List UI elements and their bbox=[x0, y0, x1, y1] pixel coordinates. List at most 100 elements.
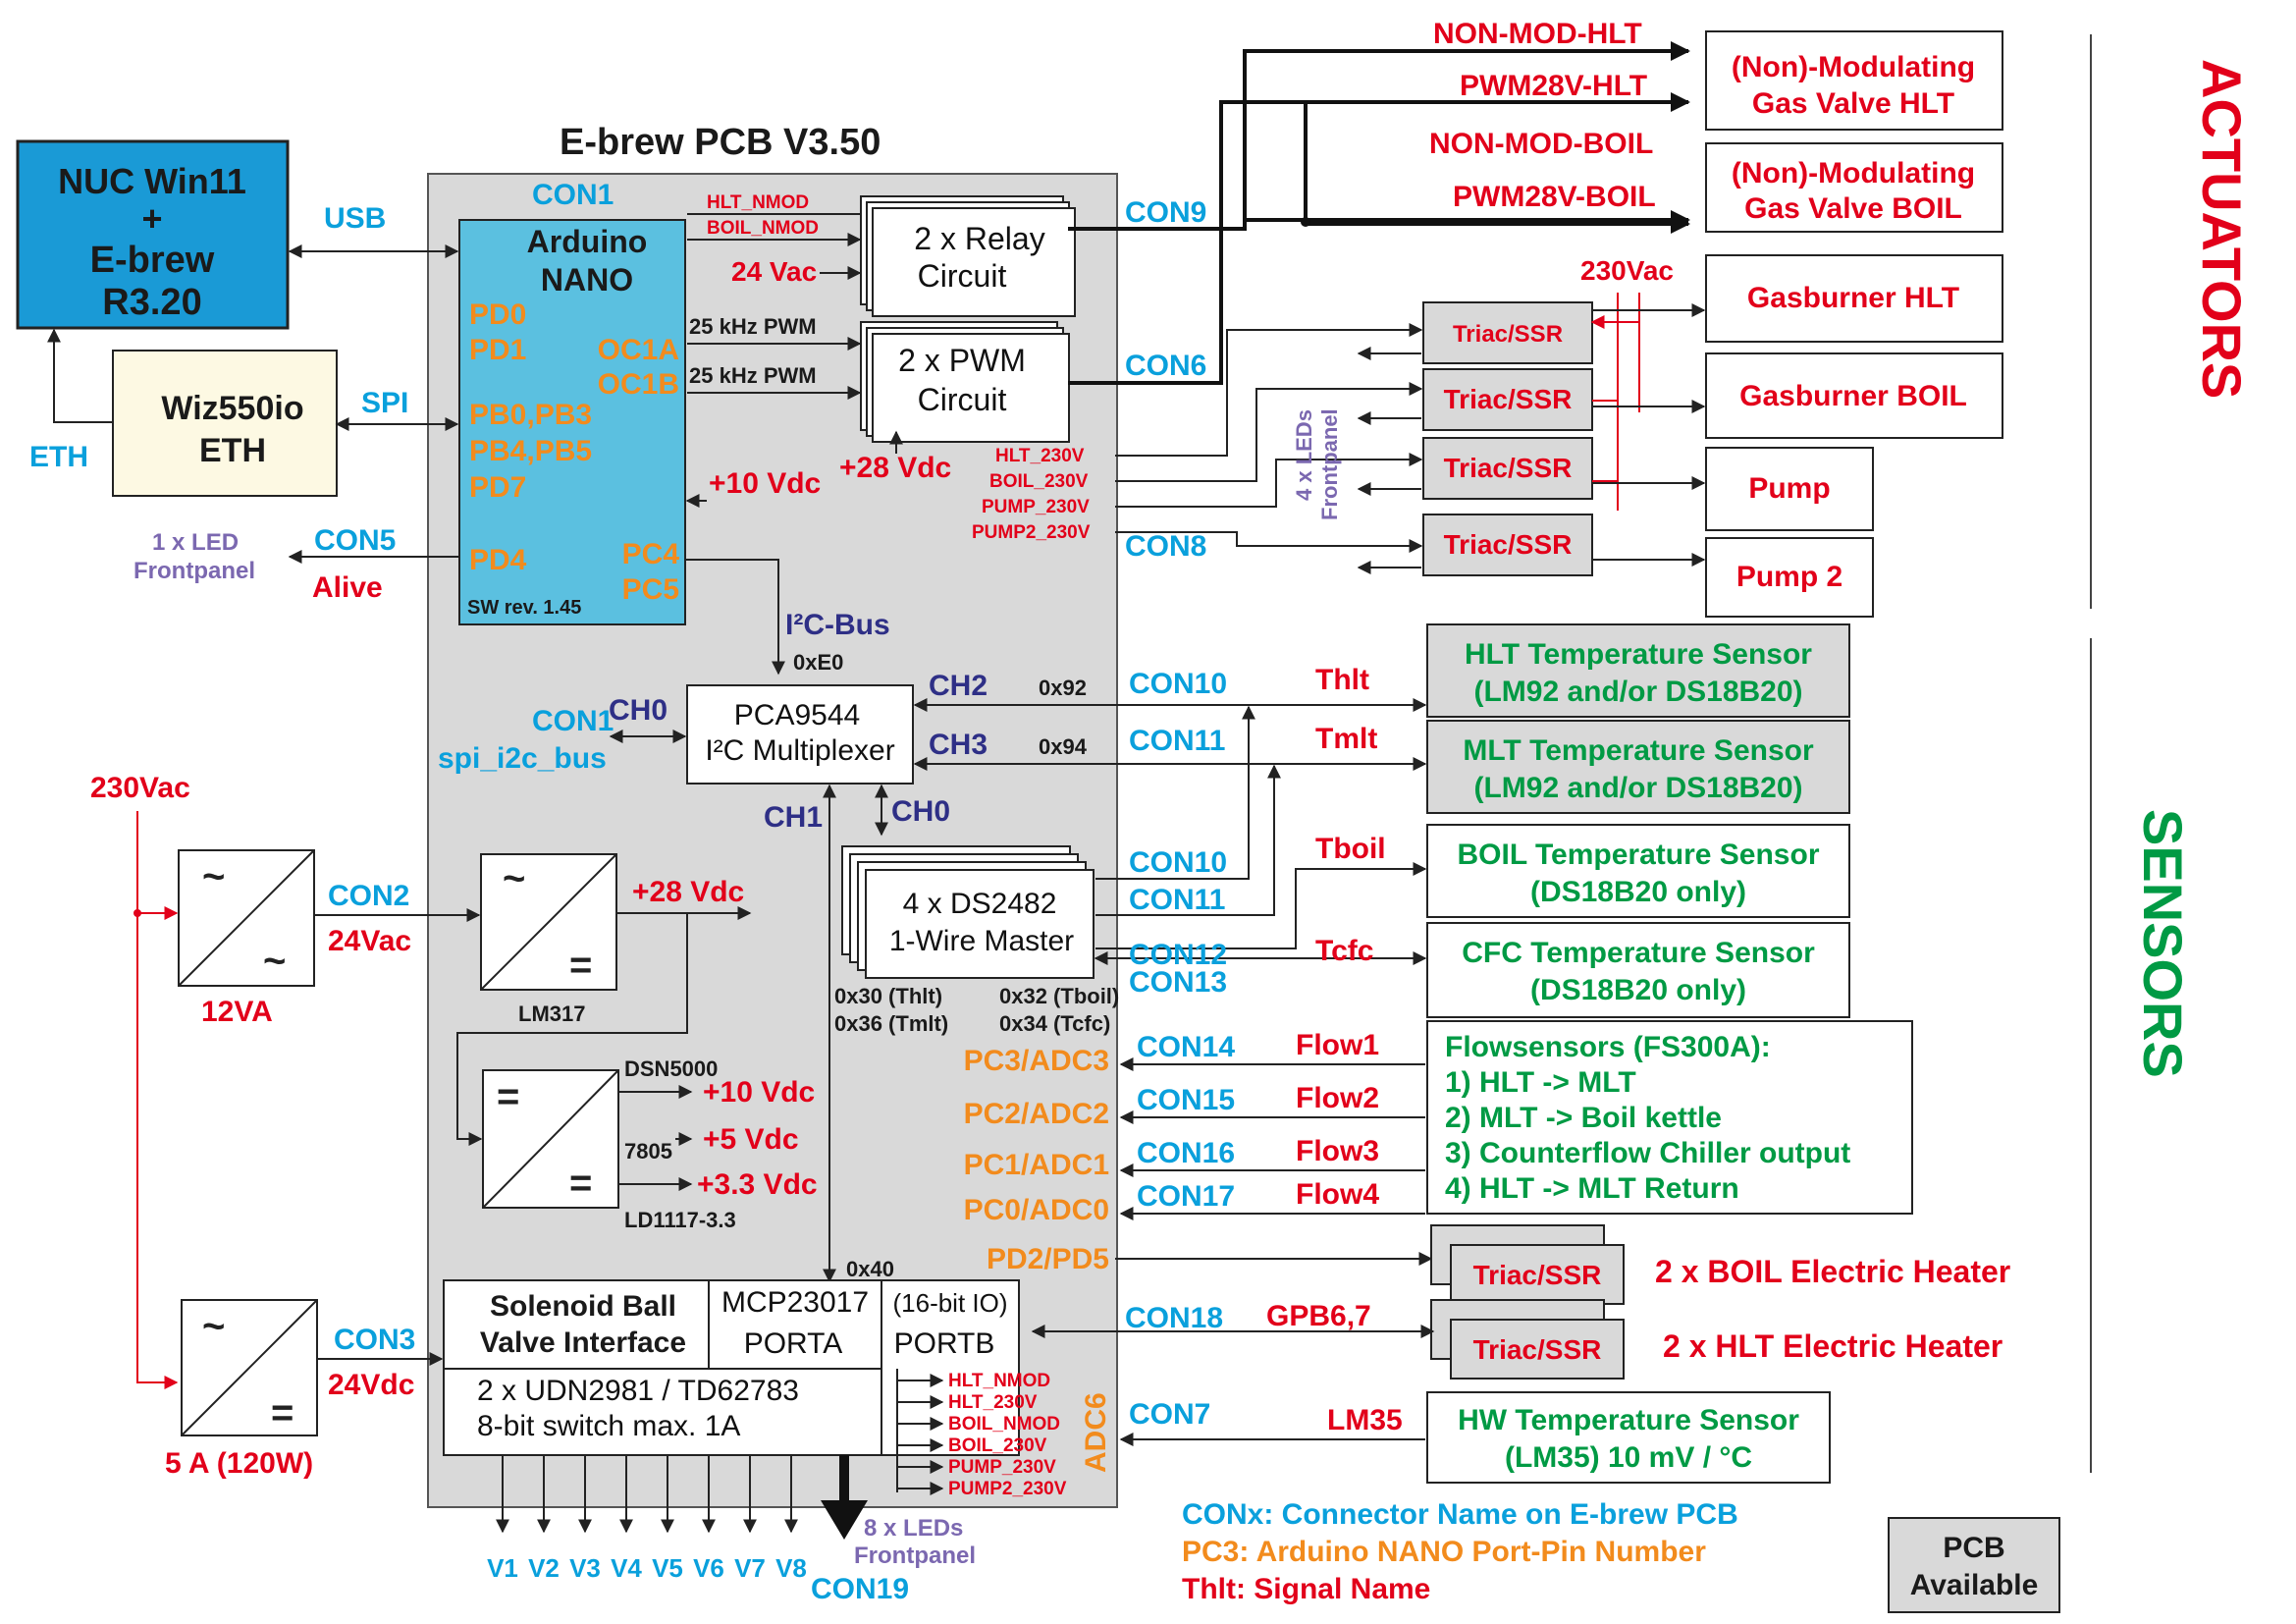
flow-item2: 2) MLT -> Boil kettle bbox=[1445, 1102, 1722, 1134]
pin-pb0-pb3: PB0,PB3 bbox=[469, 399, 592, 431]
ds-addr3: 0x36 (Tmlt) bbox=[834, 1011, 948, 1036]
pcb-title: E-brew PCB V3.50 bbox=[560, 122, 881, 163]
boil-heater-triac bbox=[1450, 1244, 1625, 1305]
pwm-line2: Circuit bbox=[918, 382, 1007, 417]
sw-rev: SW rev. 1.45 bbox=[467, 597, 581, 619]
alive-label: Alive bbox=[312, 571, 383, 604]
con10b-label: CON10 bbox=[1129, 846, 1227, 879]
flow3-sig: Flow3 bbox=[1296, 1135, 1379, 1167]
addr-40: 0x40 bbox=[846, 1257, 894, 1281]
addr-e0: 0xE0 bbox=[793, 650, 843, 675]
svg-text:~: ~ bbox=[503, 857, 525, 900]
pca-line2: I²C Multiplexer bbox=[705, 734, 894, 767]
nuc-line3: E-brew bbox=[90, 240, 215, 281]
udn-line1: 2 x UDN2981 / TD62783 bbox=[477, 1375, 799, 1407]
con12-label: CON12 bbox=[1129, 939, 1227, 971]
pin-pd4: PD4 bbox=[469, 544, 527, 576]
legend-conx: CONx: Connector Name on E-brew PCB bbox=[1182, 1498, 1738, 1531]
pin-pc5: PC5 bbox=[622, 573, 679, 606]
pwm-line1: 2 x PWM bbox=[898, 343, 1026, 378]
v10b-label: +10 Vdc bbox=[703, 1076, 815, 1109]
con14-label: CON14 bbox=[1137, 1031, 1235, 1063]
mcp-out-6: PUMP2_230V bbox=[948, 1479, 1067, 1499]
actuators-label: ACTUATORS bbox=[2191, 59, 2253, 399]
ch3-label: CH3 bbox=[929, 729, 988, 761]
gpb67-label: GPB6,7 bbox=[1266, 1300, 1371, 1332]
v28-pwm: +28 Vdc bbox=[839, 452, 951, 484]
usb-label: USB bbox=[324, 202, 386, 235]
flow-item1: 1) HLT -> MLT bbox=[1445, 1066, 1636, 1099]
cfc-sensor-line2: (DS18B20 only) bbox=[1530, 974, 1746, 1006]
gas-boil-line2: Gas Valve BOIL bbox=[1744, 192, 1962, 225]
pc3-adc3: PC3/ADC3 bbox=[964, 1045, 1109, 1077]
leds8-frontpanel: Frontpanel bbox=[854, 1543, 976, 1569]
flow4-sig: Flow4 bbox=[1296, 1178, 1379, 1211]
relay-circuit-box bbox=[872, 207, 1076, 317]
nuc-line1: NUC Win11 bbox=[58, 161, 246, 201]
led1-frontpanel: Frontpanel bbox=[133, 558, 255, 584]
gas-valve-hlt-box bbox=[1705, 30, 2003, 131]
mlt-sensor-line2: (LM92 and/or DS18B20) bbox=[1473, 772, 1802, 804]
pcb-available-line2: Available bbox=[1910, 1569, 2039, 1601]
ds-line1: 4 x DS2482 bbox=[903, 888, 1057, 920]
mcp-portb: PORTB bbox=[894, 1327, 995, 1360]
flow1-sig: Flow1 bbox=[1296, 1029, 1379, 1061]
boil-heater-triac-label: Triac/SSR bbox=[1473, 1260, 1602, 1290]
con1-top-label: CON1 bbox=[532, 179, 614, 211]
mcp-out-2: HLT_230V bbox=[948, 1392, 1038, 1413]
thlt-label: Thlt bbox=[1315, 664, 1369, 696]
flow2-sig: Flow2 bbox=[1296, 1082, 1379, 1114]
mcp-out-4: BOIL_230V bbox=[948, 1435, 1047, 1456]
valve-outputs: V1 V2 V3 V4 V5 V6 V7 V8 bbox=[487, 1455, 807, 1583]
pwm25-b: 25 kHz PWM bbox=[689, 363, 817, 388]
solenoid-line2: Valve Interface bbox=[480, 1326, 686, 1359]
gas-hlt-line2: Gas Valve HLT bbox=[1752, 87, 1954, 120]
pin-pd0: PD0 bbox=[469, 298, 526, 331]
triac-ssr-1 bbox=[1422, 301, 1593, 364]
pin-pd1: PD1 bbox=[469, 334, 526, 366]
hw-sensor-line1: HW Temperature Sensor bbox=[1458, 1404, 1799, 1436]
pump2-label: Pump 2 bbox=[1736, 561, 1842, 593]
relay-line2: Circuit bbox=[918, 258, 1007, 294]
con18-label: CON18 bbox=[1125, 1302, 1223, 1334]
pc1-adc1: PC1/ADC1 bbox=[964, 1149, 1109, 1181]
mcp-out-5: PUMP_230V bbox=[948, 1457, 1056, 1478]
pc0-adc0: PC0/ADC0 bbox=[964, 1194, 1109, 1226]
mcp-io: (16-bit IO) bbox=[892, 1288, 1007, 1318]
sig-pump230: PUMP_230V bbox=[982, 497, 1090, 517]
addr-92: 0x92 bbox=[1039, 676, 1087, 700]
ch1-label: CH1 bbox=[764, 801, 823, 834]
tcfc-label: Tcfc bbox=[1315, 935, 1373, 967]
pin-pb4-pb5: PB4,PB5 bbox=[469, 435, 592, 467]
spi-label: SPI bbox=[361, 387, 408, 419]
spi-i2c-bus: spi_i2c_bus bbox=[438, 742, 607, 775]
pump-box bbox=[1705, 447, 1874, 531]
con17-label: CON17 bbox=[1137, 1180, 1235, 1213]
eth-label: ETH bbox=[29, 441, 88, 473]
v24a-label: 24Vac bbox=[328, 925, 411, 957]
v5-label: +5 Vdc bbox=[703, 1123, 799, 1156]
r7805-label: 7805 bbox=[624, 1139, 672, 1164]
va12-label: 12VA bbox=[201, 996, 273, 1028]
lm35-label: LM35 bbox=[1327, 1404, 1403, 1436]
leds8-label: 8 x LEDs bbox=[864, 1515, 963, 1542]
triac-ssr-4-label: Triac/SSR bbox=[1444, 529, 1573, 560]
mcp-output-list: HLT_NMOD HLT_230V BOIL_NMOD BOIL_230V PU… bbox=[897, 1371, 1067, 1499]
sig-nonmod-hlt: NON-MOD-HLT bbox=[1433, 18, 1642, 50]
flow-item4: 4) HLT -> MLT Return bbox=[1445, 1172, 1739, 1205]
cfc-sensor-line1: CFC Temperature Sensor bbox=[1462, 937, 1815, 969]
mcp-out-3: BOIL_NMOD bbox=[948, 1414, 1060, 1435]
triac-ssr-1-label: Triac/SSR bbox=[1453, 321, 1563, 348]
gas-hlt-line1: (Non)-Modulating bbox=[1732, 51, 1975, 83]
flow-item3: 3) Counterflow Chiller output bbox=[1445, 1137, 1850, 1169]
arduino-title2: NANO bbox=[541, 262, 633, 298]
a5-label: 5 A (120W) bbox=[165, 1447, 313, 1480]
v24b-label: 24Vdc bbox=[328, 1369, 414, 1401]
udn-line2: 8-bit switch max. 1A bbox=[477, 1410, 740, 1442]
solenoid-line1: Solenoid Ball bbox=[490, 1290, 676, 1323]
hlt-heater-label: 2 x HLT Electric Heater bbox=[1663, 1328, 2002, 1364]
triac-ssr-3 bbox=[1422, 437, 1593, 500]
con9-label: CON9 bbox=[1125, 196, 1206, 229]
con2-label: CON2 bbox=[328, 880, 409, 912]
con15-label: CON15 bbox=[1137, 1084, 1235, 1116]
